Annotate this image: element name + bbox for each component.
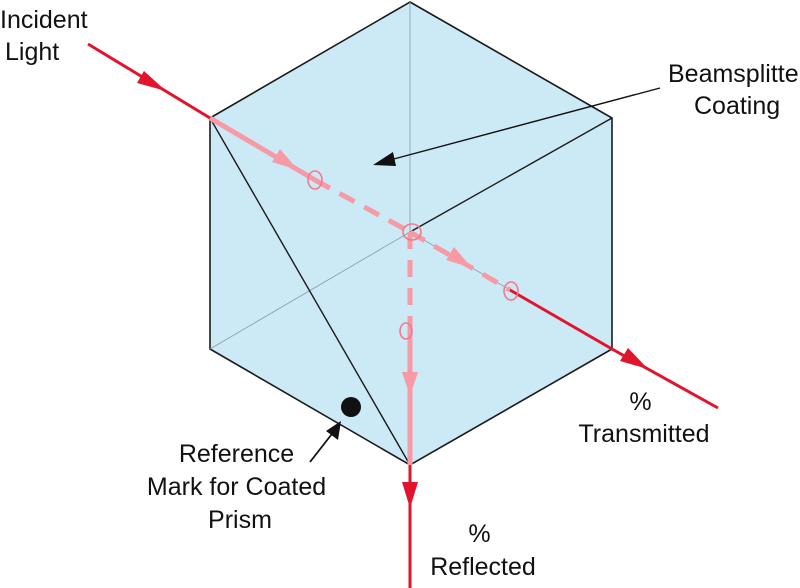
- coating-pointer-arrowhead: [373, 152, 396, 166]
- reference-label-line2: Mark for Coated: [147, 473, 326, 501]
- transmitted-label-line1: %: [629, 388, 651, 416]
- intersection-circle-2: [503, 281, 519, 301]
- inside-arrowhead-1: [272, 149, 298, 170]
- incident-label-line1: Incident: [0, 6, 88, 34]
- coating-label: Beamsplitter Coating: [668, 60, 800, 120]
- transmitted-inside-solid: [509, 288, 613, 351]
- transmitted-label-line2: Transmitted: [578, 420, 709, 448]
- reflected-arrowhead: [402, 482, 418, 508]
- transmitted-label: % Transmitted: [578, 388, 709, 448]
- reference-pointer-arrowhead: [326, 421, 341, 440]
- reference-pointer-line: [309, 429, 336, 463]
- coating-label-line1: Beamsplitter: [668, 60, 800, 88]
- reflected-label: % Reflected: [430, 520, 536, 581]
- reflected-inside-arrowhead: [402, 372, 418, 396]
- intersection-circle-center: [402, 223, 422, 241]
- intersection-circle-1: [307, 170, 323, 190]
- incident-arrowhead: [137, 71, 166, 91]
- intersection-circle-3: [399, 322, 413, 340]
- incident-label-line2: Light: [5, 38, 59, 66]
- reflected-label-line1: %: [468, 520, 490, 548]
- coating-label-line2: Coating: [694, 92, 780, 120]
- inside-beam-dashed: [313, 177, 412, 235]
- coating-edge-right: [409, 117, 613, 233]
- transmitted-arrowhead: [620, 348, 648, 369]
- reference-label: Reference Mark for Coated Prism: [147, 440, 333, 534]
- reference-mark-dot: [341, 397, 361, 417]
- coating-pointer-line: [389, 87, 661, 161]
- reference-label-line1: Reference: [179, 440, 294, 468]
- reference-label-line3: Prism: [208, 506, 272, 534]
- reflected-label-line2: Reflected: [430, 553, 536, 581]
- inside-arrowhead-2: [446, 247, 472, 268]
- incident-label: Incident Light: [0, 6, 95, 66]
- coating-edge-left: [209, 117, 411, 466]
